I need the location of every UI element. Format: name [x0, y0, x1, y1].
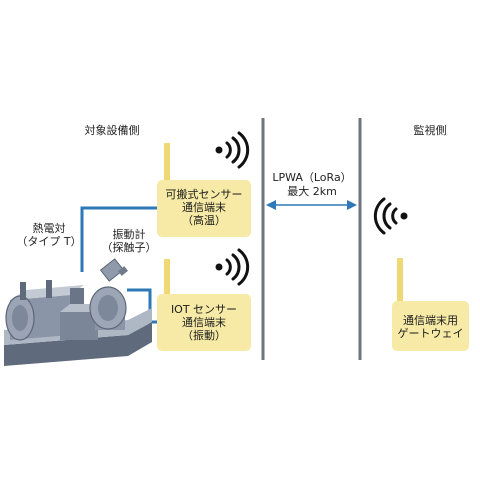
antenna-portable — [164, 143, 170, 183]
gateway-label: 通信端末用 ゲートウェイ — [392, 314, 469, 340]
wireless-signal-icon — [215, 248, 250, 286]
gateway-line-2: ゲートウェイ — [397, 327, 464, 340]
vibrometer-wire — [127, 288, 157, 324]
iot-sensor-box — [157, 294, 251, 351]
gateway-box — [392, 301, 469, 351]
iot-sensor-label: IOT センサー 通信端末 （振動） — [157, 303, 251, 342]
portable-sensor-line-1: 可搬式センサー — [165, 188, 243, 201]
antenna-iot — [164, 259, 170, 297]
portable-sensor-line-3: （高温） — [182, 214, 226, 227]
portable-sensor-label: 可搬式センサー 通信端末 （高温） — [157, 188, 251, 227]
iot-sensor-line-3: （振動） — [182, 329, 226, 342]
iot-sensor-line-2: 通信端末 — [182, 316, 226, 329]
link-label-range: 最大 2km — [287, 185, 337, 198]
thermocouple-label: 熱電対 （タイプ T） — [16, 222, 82, 248]
portable-sensor-box — [157, 180, 251, 237]
antenna-gateway — [397, 258, 403, 304]
gateway-line-1: 通信端末用 — [403, 314, 458, 327]
lpwa-link-arrow — [266, 200, 357, 210]
motor-equipment — [4, 280, 152, 366]
section-target-side: 対象設備側 — [84, 124, 140, 137]
vibrometer-line-2: （探触子） — [101, 241, 157, 254]
vibrometer-probe — [99, 258, 128, 282]
link-label-protocol: LPWA（LoRa） — [272, 171, 352, 184]
thermocouple-wire — [80, 206, 157, 272]
portable-sensor-line-2: 通信端末 — [182, 201, 226, 214]
vibrometer-label: 振動計 （探触子） — [98, 228, 160, 254]
wireless-signal-icon — [215, 131, 250, 169]
section-monitor-side: 監視側 — [413, 124, 447, 137]
iot-sensor-line-1: IOT センサー — [170, 303, 238, 316]
thermocouple-line-2: （タイプ T） — [16, 235, 82, 248]
vibrometer-line-1: 振動計 — [112, 228, 146, 241]
thermocouple-line-1: 熱電対 — [32, 222, 66, 235]
wireless-signal-icon — [373, 197, 408, 235]
